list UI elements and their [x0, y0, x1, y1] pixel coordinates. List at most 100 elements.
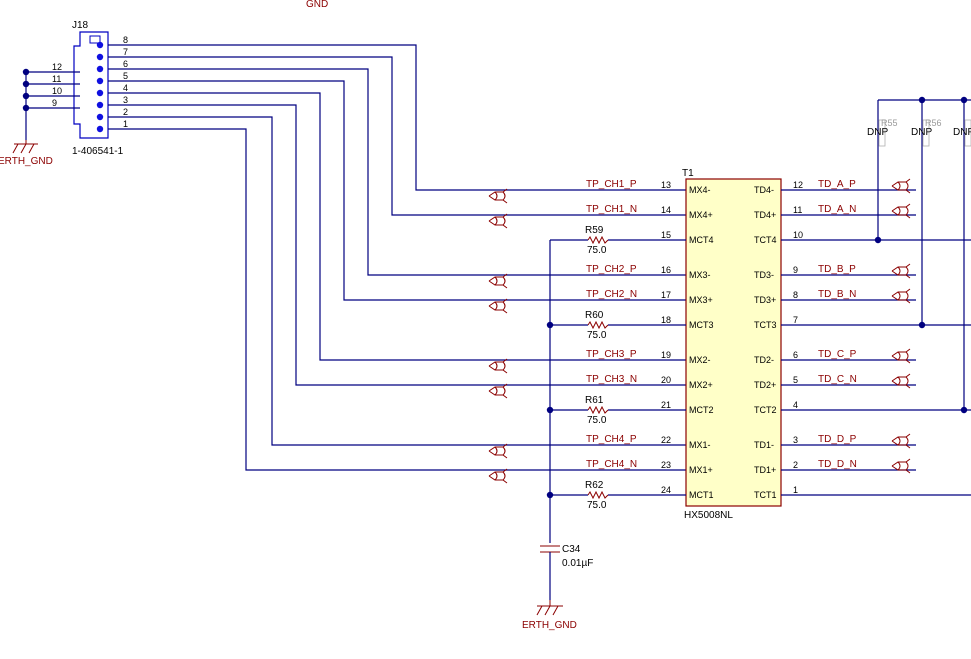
pin-number: 3 [793, 435, 798, 445]
net-flag-icon [488, 298, 508, 314]
connector-pin-3[interactable]: 3 [96, 95, 128, 109]
pin-number: 4 [123, 83, 128, 93]
connector-pin-6[interactable]: 6 [96, 59, 128, 73]
connector-pin-1[interactable]: 1 [96, 119, 128, 133]
pin-number: 11 [793, 205, 802, 215]
dnp-label: DNP [953, 127, 971, 138]
net-label: TD_B_N [818, 289, 856, 300]
capacitor-c34[interactable]: C34 0.01µF [540, 544, 593, 600]
resistor-symbol [587, 320, 609, 330]
net-label-gnd: GND [306, 0, 328, 10]
net-label: TD_A_N [818, 204, 856, 215]
connector-latch [89, 35, 101, 44]
net-flag-icon [891, 203, 911, 219]
pin-name: TD1+ [754, 465, 776, 475]
dnp-resistor-body [878, 119, 886, 147]
resistor-ref: R59 [585, 225, 604, 236]
transformer-body [685, 178, 782, 507]
net-label: TP_CH2_N [586, 289, 637, 300]
net-label-erth-bottom: ERTH_GND [522, 620, 577, 631]
net-label: TP_CH1_P [586, 179, 637, 190]
net-label: TP_CH3_P [586, 349, 637, 360]
capacitor-ref: C34 [562, 544, 581, 555]
pin-name: TD4+ [754, 210, 776, 220]
connector-pin-9[interactable]: 9 [22, 98, 80, 112]
connector-j18[interactable]: J18 1-406541-1 [72, 20, 124, 157]
pin-number: 1 [123, 119, 128, 129]
earth-ground-bottom: ERTH_GND [522, 600, 577, 631]
pin-name: MCT2 [689, 405, 714, 415]
connector-pin-8[interactable]: 8 [96, 35, 128, 49]
net-label: TP_CH3_N [586, 374, 637, 385]
pin-name: TD1- [754, 440, 774, 450]
pin-number: 7 [793, 315, 798, 325]
connector-pin-2[interactable]: 2 [96, 107, 128, 121]
pin-number: 24 [661, 485, 671, 495]
pin-dot [96, 125, 104, 133]
connector-pin-7[interactable]: 7 [96, 47, 128, 61]
pin-number: 15 [661, 230, 671, 240]
pin-name: MX3+ [689, 295, 713, 305]
pin-number: 6 [793, 350, 798, 360]
net-label-erth-left: ERTH_GND [0, 156, 53, 167]
pin-number: 18 [661, 315, 671, 325]
dnp-resistor-2[interactable]: DNP [953, 119, 971, 147]
net-flag-icon [891, 458, 911, 474]
pin-dot [96, 41, 104, 49]
pin-name: TD4- [754, 185, 774, 195]
dnp-label: DNP [867, 127, 888, 138]
net-label: TD_B_P [818, 264, 856, 275]
resistor-value: 75.0 [587, 500, 607, 511]
pin-number: 5 [123, 71, 128, 81]
pin-name: TCT2 [754, 405, 777, 415]
pin-dot [96, 113, 104, 121]
connector-pin-5[interactable]: 5 [96, 71, 128, 85]
pin-number: 9 [793, 265, 798, 275]
pin-dot [96, 101, 104, 109]
pin-name: TD3+ [754, 295, 776, 305]
net-flag-icon [488, 383, 508, 399]
transformer-t1[interactable]: T1 HX5008NL [682, 168, 782, 521]
pin-number: 5 [793, 375, 798, 385]
pin-name: MX1- [689, 440, 711, 450]
connector-pin-4[interactable]: 4 [96, 83, 128, 97]
net-flag-icon [488, 273, 508, 289]
pin-number: 3 [123, 95, 128, 105]
pin-name: TD2+ [754, 380, 776, 390]
net-label: TD_D_P [818, 434, 857, 445]
resistor-symbol [587, 490, 609, 500]
connector-part: 1-406541-1 [72, 146, 124, 157]
capacitor-value: 0.01µF [562, 558, 593, 569]
